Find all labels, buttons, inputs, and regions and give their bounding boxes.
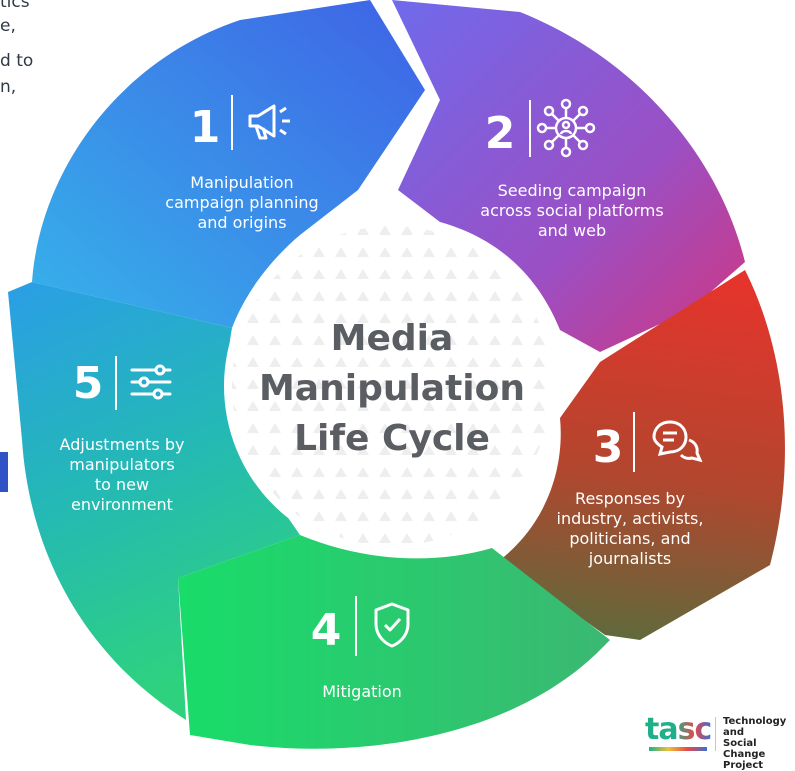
- logo-divider: [715, 717, 716, 751]
- chat-bubbles-icon: [652, 420, 703, 463]
- logo-mark: tasc: [645, 712, 712, 747]
- megaphone-icon: [248, 104, 290, 140]
- center-title-line-3: Life Cycle: [294, 418, 490, 459]
- tasc-logo: tasc Technology and Social Change Projec…: [645, 712, 795, 771]
- logo-text: Technology and Social Change Project: [723, 716, 795, 771]
- stage-1-segment: [32, 0, 425, 328]
- cropped-text-line-3: d to: [0, 51, 34, 71]
- cropped-text-line-2: e,: [0, 16, 16, 36]
- accent-bar: [0, 452, 8, 492]
- stage-3-line-3: politicians, and: [569, 529, 690, 548]
- cropped-text-line-1: tics: [0, 0, 30, 12]
- stage-3-line-1: Responses by: [575, 489, 685, 508]
- shield-check-icon: [374, 602, 410, 648]
- stage-2-line-1: Seeding campaign: [498, 181, 647, 200]
- stage-4-line-1: Mitigation: [322, 682, 402, 701]
- center-title-line-1: Media: [331, 318, 454, 359]
- logo-underline: [649, 747, 707, 751]
- stage-3-line-2: industry, activists,: [557, 509, 704, 528]
- center-pattern: [232, 226, 552, 546]
- logo-line-2: Social Change: [723, 738, 766, 760]
- stage-1-line-3: and origins: [197, 213, 286, 232]
- stage-2-line-3: and web: [538, 221, 606, 240]
- stage-2-segment: [392, 0, 745, 352]
- logo-line-3: Project: [723, 760, 764, 771]
- network-icon: [536, 98, 596, 158]
- stage-4-segment: [178, 535, 610, 749]
- stage-2-line-2: across social platforms: [480, 201, 663, 220]
- stage-3-line-4: journalists: [588, 549, 671, 568]
- cropped-text-line-4: n,: [0, 77, 17, 97]
- stage-1-line-2: campaign planning: [165, 193, 318, 212]
- stage-5-line-2: manipulators: [69, 455, 175, 474]
- stage-5-line-4: environment: [71, 495, 173, 514]
- sliders-icon: [130, 364, 172, 400]
- stage-4-number: 4: [311, 605, 342, 656]
- stage-3-number: 3: [593, 422, 624, 473]
- stage-3-segment: [500, 270, 785, 640]
- stage-1-line-1: Manipulation: [190, 173, 293, 192]
- stage-2-number: 2: [485, 108, 516, 159]
- logo-line-1: Technology and: [723, 716, 787, 738]
- center-title-line-2: Manipulation: [259, 368, 525, 409]
- stage-5-line-1: Adjustments by: [60, 435, 185, 454]
- stage-1-number: 1: [190, 102, 221, 153]
- stage-5-line-3: to new: [95, 475, 149, 494]
- stage-5-number: 5: [73, 358, 104, 409]
